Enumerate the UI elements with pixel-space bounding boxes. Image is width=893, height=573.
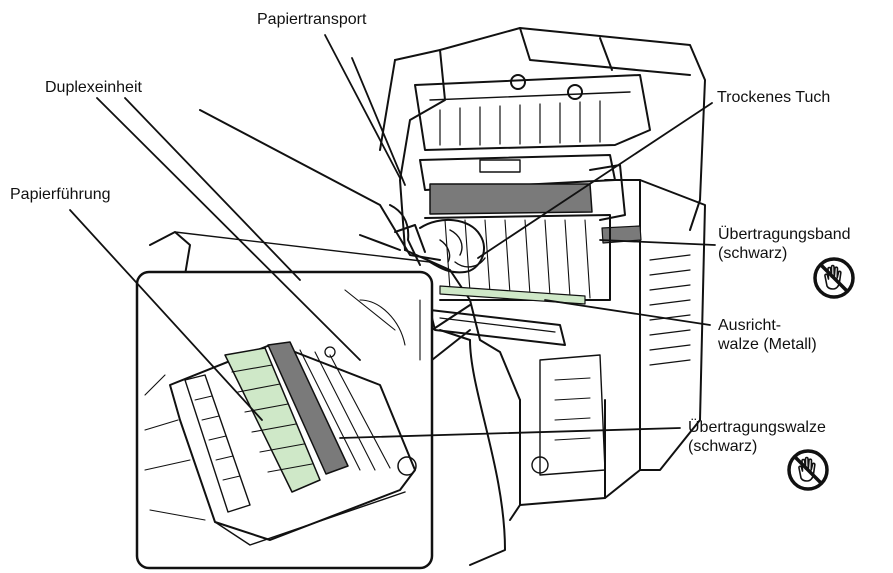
leader-transfer-belt xyxy=(599,239,716,246)
leader-paper-guide xyxy=(69,209,263,421)
hand-with-cloth xyxy=(199,109,486,274)
label-paper-transport: Papiertransport xyxy=(257,11,367,28)
do-not-touch-hand-icon xyxy=(787,449,829,491)
inset-detail xyxy=(135,270,471,570)
printer-body xyxy=(379,27,706,521)
leader-duplex-unit xyxy=(96,97,361,361)
open-front-door xyxy=(149,231,506,566)
leader-registration-roller xyxy=(544,299,711,326)
label-paper-guide: Papierführung xyxy=(10,186,111,203)
label-registration-roller: Ausricht- walze (Metall) xyxy=(718,317,817,353)
leader-lines xyxy=(69,34,716,439)
leader-paper-transport xyxy=(324,34,401,179)
leader-dry-cloth xyxy=(477,102,713,259)
label-dry-cloth: Trockenes Tuch xyxy=(717,89,831,106)
label-transfer-belt: Übertragungsband (schwarz) xyxy=(718,226,851,262)
label-transfer-roller: Übertragungswalze (schwarz) xyxy=(688,419,826,455)
label-duplex-unit: Duplexeinheit xyxy=(45,79,142,96)
do-not-touch-hand-icon xyxy=(813,257,855,299)
leader-transfer-roller xyxy=(339,427,681,439)
